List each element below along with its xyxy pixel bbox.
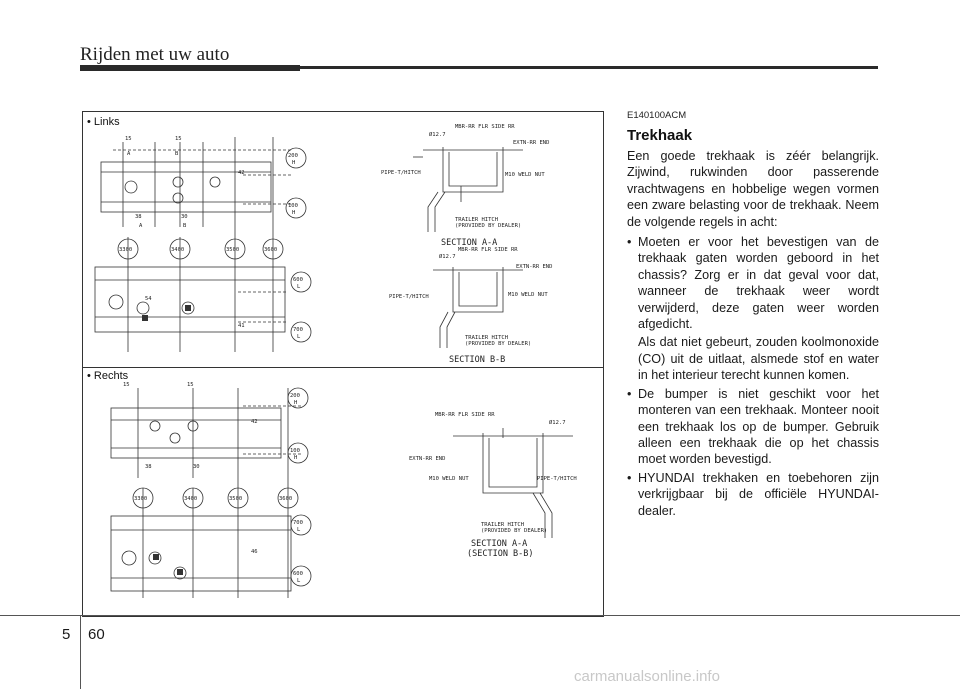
list-item: • HYUNDAI trekhaken en toebehoren zijn v… [627,470,879,519]
drawing-left: 15 15 A B A B 38 30 42 54 41 3300 3400 3… [94,124,552,365]
dim-41: 41 [238,323,245,329]
section-code: E140100ACM [627,110,687,121]
ref-3600: 3600 [264,247,277,253]
section-title: Trekhaak [627,127,693,144]
dim-38b: 38 [145,464,152,470]
page-number: 60 [88,626,105,643]
ref-600-l: L [297,284,301,290]
ref-700: 700 [293,327,303,333]
figure-box: • Links • Rechts [82,111,604,617]
label-b-top: B [175,151,179,157]
ref-600-r-l: L [297,578,301,584]
ref-200-r: 200 [290,393,300,399]
figure-label-left: • Links [87,116,120,128]
ref-100-r-h: H [294,455,297,461]
ref-3300-r: 3300 [134,496,147,502]
bullet-dot: • [627,235,632,250]
figure-divider [83,367,603,368]
dim-54: 54 [145,296,152,302]
footer-divider [80,615,81,689]
ref-700-l: L [297,334,301,340]
watermark: carmanualsonline.info [574,668,720,685]
figure-label-right: • Rechts [87,370,129,382]
dim-15a: 15 [125,136,132,142]
bullet-text: HYUNDAI trekhaken en toebehoren zijn ver… [638,470,879,518]
section-aa-mbr: MBR-RR FLR SIDE RR [455,124,515,130]
ref-200-h: H [292,160,295,166]
label-a-top: A [127,151,131,157]
section-bb-mbr: MBR-RR FLR SIDE RR [458,247,518,253]
ref-3400: 3400 [171,247,184,253]
list-item: • Moeten er voor het bevestigen van de t… [627,234,879,384]
label-a-bottom: A [139,223,143,229]
section-aa-provided: (PROVIDED BY DEALER) [455,223,521,229]
bullet-text: Moeten er voor het bevestigen van de tre… [638,235,879,332]
section-aa-nut: M10 WELD NUT [505,172,545,178]
list-item: • De bumper is niet geschikt voor het mo… [627,386,879,468]
intro-paragraph: Een goede trekhaak is zéér belangrijk. Z… [627,149,879,229]
bullet-extra-text: Als dat niet gebeurt, zouden koolmonoxid… [638,335,879,383]
ref-3300: 3300 [119,247,132,253]
drawing-right: 15 15 38 30 42 46 3300 3400 3500 3600 20… [110,382,577,598]
ref-3400-r: 3400 [184,496,197,502]
section-bb-nut: M10 WELD NUT [508,292,548,298]
ref-100: 100 [288,203,298,209]
ref-700-r: 700 [293,520,303,526]
section-r-provided: (PROVIDED BY DEALER) [481,528,547,534]
section-r-nut: M10 WELD NUT [429,476,469,482]
ref-100-r: 100 [290,448,300,454]
section-bb-title: SECTION B-B [449,355,505,365]
section-r-bb-title: (SECTION B-B) [467,549,534,559]
bullet-text: De bumper is niet geschikt voor het mont… [638,386,879,467]
chapter-number: 5 [62,626,71,643]
ref-3600-r: 3600 [279,496,292,502]
ref-200-r-h: H [294,400,297,406]
footer-rule [0,615,960,616]
section-bb-extn: EXTN-RR END [516,264,552,270]
label-b-bottom: B [183,223,187,229]
ref-3500: 3500 [226,247,239,253]
dim-42b: 42 [251,419,258,425]
ref-700-r-l: L [297,527,301,533]
section-bb-provided: (PROVIDED BY DEALER) [465,341,531,347]
section-r-mbr: MBR-RR FLR SIDE RR [435,412,495,418]
section-bb-pipe: PIPE-T/HITCH [389,294,429,300]
dim-30: 30 [181,214,188,220]
section-aa-extn: EXTN-RR END [513,140,549,146]
dim-30b: 30 [193,464,200,470]
section-bb-hitch: TRAILER HITCH [465,335,508,341]
ref-600: 600 [293,277,303,283]
dim-15b: 15 [175,136,182,142]
section-r-extn: EXTN-RR END [409,456,445,462]
bullet-dot: • [627,386,632,401]
dim-38: 38 [135,214,142,220]
section-r-hitch: TRAILER HITCH [481,522,524,528]
section-r-pipe: PIPE-T/HITCH [537,476,577,482]
dim-15c: 15 [123,382,130,388]
ref-200: 200 [288,153,298,159]
section-aa-dia: Ø12.7 [429,131,446,138]
ref-100-h: H [292,210,295,216]
section-aa-pipe: PIPE-T/HITCH [381,170,421,176]
ref-600-r: 600 [293,571,303,577]
section-r-aa-title: SECTION A-A [471,539,527,549]
bullet-dot: • [627,470,632,485]
section-bb-dia: Ø12.7 [439,253,456,260]
section-aa-hitch: TRAILER HITCH [455,217,498,223]
dim-15d: 15 [187,382,194,388]
dim-42: 42 [238,170,245,176]
header-title: Rijden met uw auto [80,44,230,65]
header-rule [80,66,878,69]
ref-3500-r: 3500 [229,496,242,502]
bullet-list: • Moeten er voor het bevestigen van de t… [627,234,879,519]
content-column: E140100ACM Trekhaak Een goede trekhaak i… [627,110,879,521]
section-r-dia: Ø12.7 [549,419,566,426]
header-rule-accent [80,65,300,71]
dim-46: 46 [251,549,258,555]
section-aa-title: SECTION A-A [441,238,497,248]
